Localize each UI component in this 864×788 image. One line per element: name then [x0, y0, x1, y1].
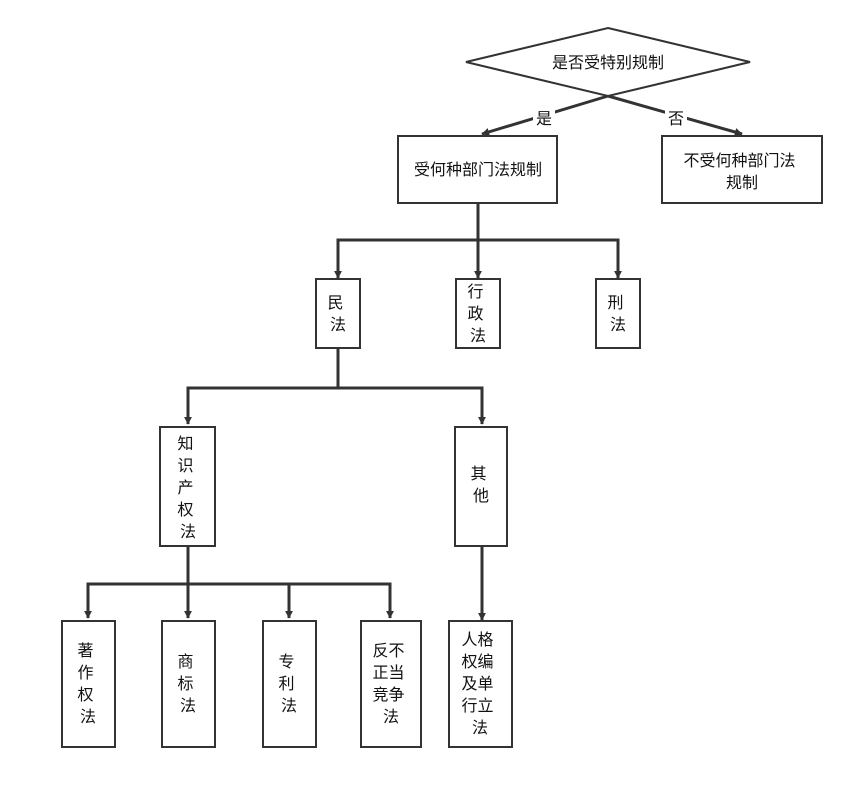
- connectors: [84, 94, 743, 621]
- label-criminal-law: 刑 法: [607, 293, 628, 334]
- label-not-regulated: 不受何种部门法 规制: [683, 151, 800, 192]
- box-unfair-competition-law: [360, 620, 422, 748]
- box-criminal-law: [595, 278, 641, 349]
- edge-bus-1: [336, 238, 620, 278]
- decision-label: 是否受特别规制: [552, 53, 664, 72]
- edge-bus-2: [186, 386, 484, 422]
- box-civil-law: [315, 278, 361, 349]
- edge-bus-3: [86, 582, 392, 614]
- label-trademark-law: 商 标 法: [177, 652, 198, 715]
- box-trademark-law: [161, 620, 216, 748]
- svg-text:否: 否: [668, 109, 684, 128]
- label-unfair-competition-law: 反不 正当 竞争 法: [372, 641, 409, 726]
- box-administrative-law: [455, 278, 501, 349]
- box-patent-law: [262, 620, 317, 748]
- label-copyright-law: 著 作 权 法: [77, 641, 98, 726]
- label-personality-rights: 人格 权编 及单 行立 法: [461, 630, 498, 737]
- label-patent-law: 专 利 法: [278, 652, 299, 715]
- box-personality-rights: [448, 620, 513, 748]
- label-administrative-law: 行 政 法: [467, 282, 488, 345]
- decision-node: 是否受特别规制: [465, 26, 751, 98]
- svg-text:是: 是: [536, 109, 552, 128]
- box-ip-law: [159, 426, 216, 547]
- label-civil-law: 民 法: [327, 293, 348, 334]
- label-ip-law: 知 识 产 权 法: [177, 434, 198, 541]
- edge-label-no: 否: [665, 108, 687, 128]
- label-regulated-by: 受何种部门法规制: [414, 160, 542, 179]
- box-not-regulated: [661, 135, 823, 204]
- node-labels: 受何种部门法规制 不受何种部门法 规制 民 法 行 政 法 刑 法 知 识 产 …: [77, 151, 800, 737]
- box-other: [454, 426, 508, 547]
- box-regulated-by: [397, 135, 558, 204]
- label-other: 其 他: [470, 464, 491, 505]
- box-copyright-law: [61, 620, 116, 748]
- edge-label-yes: 是: [533, 108, 555, 128]
